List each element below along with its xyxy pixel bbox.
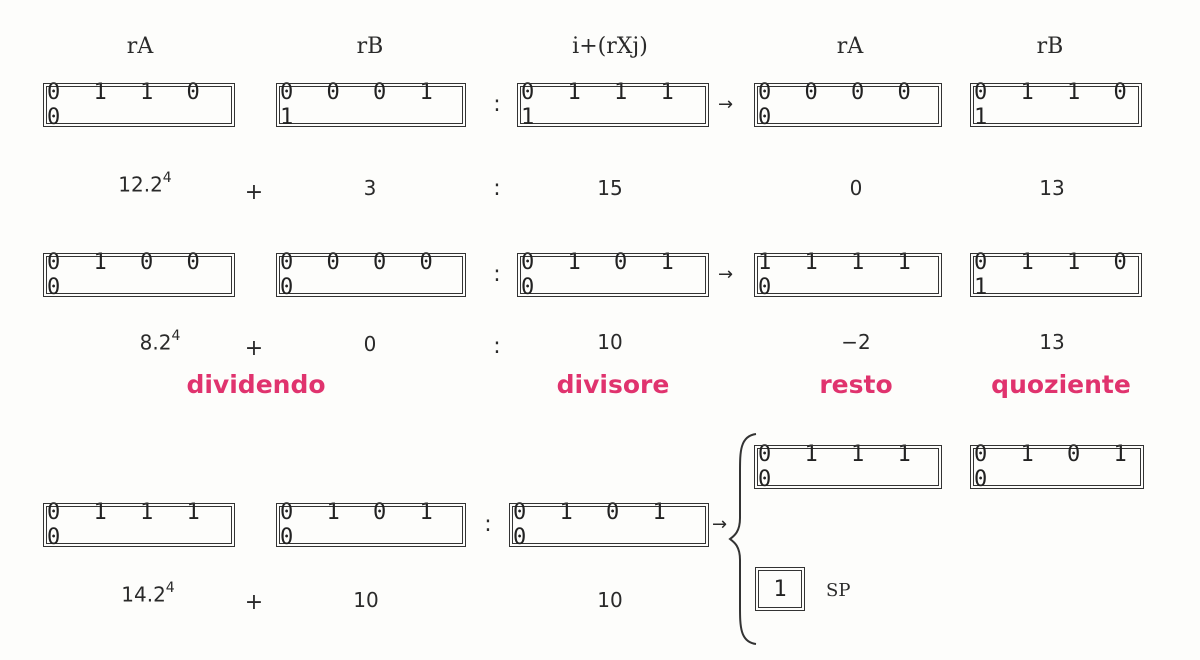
- colon-symbol: :: [484, 512, 492, 537]
- plus-symbol: +: [244, 180, 264, 205]
- quotient-value-row1: 13: [1039, 176, 1065, 200]
- header-rb-result: rB: [1036, 34, 1064, 59]
- register-value: 0 1 0 1 0: [280, 500, 443, 550]
- register-value: 0 0 0 0 0: [758, 80, 921, 130]
- register-value: 0 1 0 1 0: [974, 442, 1137, 492]
- sp-label: SP: [826, 580, 851, 601]
- sp-flag-box: 1: [755, 567, 805, 611]
- arrow-icon: →: [718, 264, 734, 285]
- register-result-ra-row3: 0 1 1 1 0: [754, 442, 942, 492]
- register-value: 1 1 1 1 0: [758, 250, 921, 300]
- register-value: 0 1 0 0 0: [47, 250, 210, 300]
- register-quotient-row2: 0 1 1 0 1: [970, 250, 1142, 300]
- register-quotient-row1: 0 1 1 0 1: [970, 80, 1142, 130]
- plus-symbol: +: [244, 590, 264, 615]
- register-value: 0 1 0 1 0: [521, 250, 684, 300]
- rb-value-row2: 0: [363, 332, 377, 356]
- register-divisor-row3: 0 1 0 1 0: [509, 500, 709, 550]
- dividend-value-row1: 12.24: [118, 170, 172, 197]
- register-value: 0 0 0 1 1: [280, 80, 443, 130]
- register-rb-row3: 0 1 0 1 0: [276, 500, 466, 550]
- dividend-base: 14.2: [121, 582, 166, 607]
- register-value: 0 1 1 0 0: [47, 80, 210, 130]
- header-rb: rB: [356, 34, 384, 59]
- register-ra-row1: 0 1 1 0 0: [43, 80, 235, 130]
- remainder-value-row1: 0: [849, 176, 863, 200]
- sp-flag-value: 1: [773, 576, 797, 602]
- divisor-value-row3: 10: [597, 588, 623, 612]
- dividend-exponent: 4: [165, 580, 175, 596]
- divisor-value-row1: 15: [597, 176, 623, 200]
- dividend-value-row3: 14.24: [121, 580, 175, 607]
- register-remainder-row2: 1 1 1 1 0: [754, 250, 942, 300]
- register-ra-row3: 0 1 1 1 0: [43, 500, 235, 550]
- label-remainder: resto: [819, 370, 893, 399]
- dividend-base: 8.2: [139, 330, 172, 355]
- register-value: 0 1 1 0 1: [974, 250, 1137, 300]
- register-value: 0 1 1 0 1: [974, 80, 1137, 130]
- register-rb-row2: 0 0 0 0 0: [276, 250, 466, 300]
- arrow-icon: →: [712, 514, 728, 535]
- label-quotient: quoziente: [991, 370, 1131, 399]
- dividend-exponent: 4: [171, 328, 181, 344]
- plus-symbol: +: [244, 336, 264, 361]
- remainder-value-row2: −2: [841, 330, 871, 354]
- arrow-icon: →: [718, 94, 734, 115]
- colon-symbol: :: [493, 176, 501, 201]
- register-value: 0 1 1 1 0: [47, 500, 210, 550]
- quotient-value-row2: 13: [1039, 330, 1065, 354]
- register-divisor-row2: 0 1 0 1 0: [517, 250, 709, 300]
- dividend-base: 12.2: [118, 172, 163, 197]
- register-ra-row2: 0 1 0 0 0: [43, 250, 235, 300]
- divisor-value-row2: 10: [597, 330, 623, 354]
- label-dividend: dividendo: [186, 370, 326, 399]
- register-value: 0 0 0 0 0: [280, 250, 443, 300]
- label-divisor: divisore: [556, 370, 670, 399]
- dividend-exponent: 4: [162, 170, 172, 186]
- header-ra-result: rA: [836, 34, 864, 59]
- dividend-value-row2: 8.24: [139, 328, 181, 355]
- register-result-rb-row3: 0 1 0 1 0: [970, 442, 1144, 492]
- register-value: 0 1 1 1 1: [521, 80, 684, 130]
- rb-value-row3: 10: [353, 588, 379, 612]
- register-remainder-row1: 0 0 0 0 0: [754, 80, 942, 130]
- register-divisor-row1: 0 1 1 1 1: [517, 80, 709, 130]
- register-value: 0 1 1 1 0: [758, 442, 921, 492]
- colon-symbol: :: [493, 92, 501, 117]
- header-index: i+(rXj): [572, 34, 648, 59]
- curly-brace-icon: [728, 433, 757, 645]
- colon-symbol: :: [493, 334, 501, 359]
- register-value: 0 1 0 1 0: [513, 500, 676, 550]
- colon-symbol: :: [493, 262, 501, 287]
- rb-value-row1: 3: [363, 176, 377, 200]
- register-rb-row1: 0 0 0 1 1: [276, 80, 466, 130]
- header-ra: rA: [126, 34, 154, 59]
